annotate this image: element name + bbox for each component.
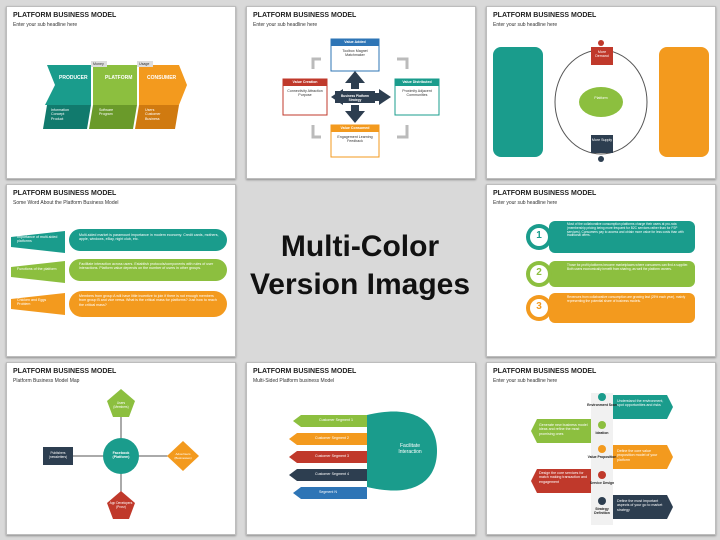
value-consumed-header: Value Consumed [340,126,370,130]
money-label: Money [93,62,104,66]
value-added-text: Toolbox Magnet Matchmaker [342,49,368,57]
slide-title: PLATFORM BUSINESS MODEL [493,12,597,19]
platform-flow-diagram [43,61,187,129]
more-supply-box: More Supply [591,138,613,142]
slide-title: PLATFORM BUSINESS MODEL [253,12,357,19]
slide-subtitle: Enter your sub headline here [13,22,78,28]
slide-subtitle: Enter your sub headline here [493,22,558,28]
users-node: Users (Members) [113,401,129,409]
slide-thumbnail-1[interactable]: PLATFORM BUSINESS MODEL Enter your sub h… [6,6,236,179]
app-developers-node: App Developers (Prosr) [109,501,133,509]
segment-4: Customer Segment 4 [315,472,349,476]
usage-label: Usage [139,62,150,66]
demand-supply-diagram [493,40,709,162]
value-distributed-text: Proximity Adjacent Communities [402,89,432,97]
note-1: Understand the environment, spot opportu… [617,399,664,408]
slide-title: PLATFORM BUSINESS MODEL [493,190,597,197]
item-number-2: 2 [536,267,542,278]
note-2: Generate new business model ideas and re… [539,423,588,436]
row-label-1: Importance of multi-sided platforms [17,235,58,244]
multi-color-heading: Multi-Color Version Images [249,230,471,301]
slide-thumbnail-6[interactable]: PLATFORM BUSINESS MODEL Platform Busines… [6,362,236,535]
slide-thumbnail-7[interactable]: PLATFORM BUSINESS MODEL Multi-Sided Plat… [246,362,476,535]
strategy-center-label: Business Platform Strategy [341,94,369,102]
advertisers-node: Advertisers (Businesses) [174,452,192,460]
facebook-hub: Facebook (Platform) [112,451,130,459]
segment-n: Segment N [319,490,337,494]
publishers-node: Publishers (newsletters) [48,451,68,459]
step-4: Service Design [589,481,615,485]
multi-sided-diagram [289,411,437,499]
business-map-diagram [43,389,199,519]
row-text-3: Members from group A will have little in… [79,294,217,307]
producer-label: PRODUCER [59,75,88,81]
value-consumed-text: Engagement Learning Feedback [337,135,373,143]
consumer-label: CONSUMER [147,75,177,81]
slide-thumbnail-2[interactable]: PLATFORM BUSINESS MODEL Enter your sub h… [246,6,476,179]
slide-subtitle: Enter your sub headline here [493,200,558,206]
note-4: Design the core services for match makin… [539,471,587,484]
platform-reasons-graphic [11,229,227,317]
numbered-list-graphic [526,221,695,323]
slide-thumbnail-3[interactable]: PLATFORM BUSINESS MODEL Enter your sub h… [486,6,716,179]
row-text-1: Multi-sided market is paramount importan… [79,233,219,242]
slide-title: PLATFORM BUSINESS MODEL [13,190,117,197]
item-text-2: Those for-profit platforms become market… [567,263,689,271]
slide-subtitle: Enter your sub headline here [253,22,318,28]
row-label-2: Functions of the platform [17,267,57,271]
strategy-steps-diagram [531,393,673,525]
value-added-header: Value Added [344,40,366,44]
facilitate-interaction-hub: Facilitate Interaction [398,443,422,455]
slide-subtitle: Multi-Sided Platform business Model [253,378,335,384]
slide-thumbnail-4[interactable]: PLATFORM BUSINESS MODEL Some Word About … [6,184,236,357]
value-distributed-header: Value Distributed [402,80,432,84]
slide-title: PLATFORM BUSINESS MODEL [13,368,117,375]
row-label-3: Chicken and Eggs Problem [17,298,47,307]
item-text-1: Most of the collaborative consumption pl… [567,222,684,238]
platform-hub: Platform [594,96,608,100]
item-number-1: 1 [536,230,542,241]
slide-title: PLATFORM BUSINESS MODEL [253,368,357,375]
slide-thumbnail-8[interactable]: PLATFORM BUSINESS MODEL Enter your sub h… [486,362,716,535]
step-5: Strategy Definition [594,507,610,515]
step-1: Environment Scan [587,403,617,407]
more-demand-box: More Demand [595,50,609,58]
segment-2: Customer Segment 2 [315,436,349,440]
slide-thumbnail-5[interactable]: PLATFORM BUSINESS MODEL Enter your sub h… [486,184,716,357]
note-5: Define the most important aspects of you… [617,499,663,512]
segment-3: Customer Segment 3 [315,454,349,458]
slide-subtitle: Platform Business Model Map [13,378,80,384]
value-cycle-diagram [282,38,440,158]
slide-title: PLATFORM BUSINESS MODEL [493,368,597,375]
slide-title: PLATFORM BUSINESS MODEL [13,12,117,19]
segment-1: Customer Segment 1 [319,418,353,422]
item-text-3: Revenues from collaborative consumption … [567,295,686,303]
value-creation-text: Connectivity Attraction Purpose [287,89,323,97]
slide-subtitle: Enter your sub headline here [493,378,558,384]
item-number-3: 3 [536,301,542,312]
note-3: Define the core value proposition model … [617,449,658,462]
value-creation-header: Value Creation [292,80,318,84]
slide-subtitle: Some Word About the Platform Business Mo… [13,200,119,206]
platform-label: PLATFORM [105,75,133,81]
step-3: Value Proposition [587,455,617,459]
row-text-2: Facilitate interaction across users. Est… [79,262,214,271]
step-2: Ideation [595,431,609,435]
